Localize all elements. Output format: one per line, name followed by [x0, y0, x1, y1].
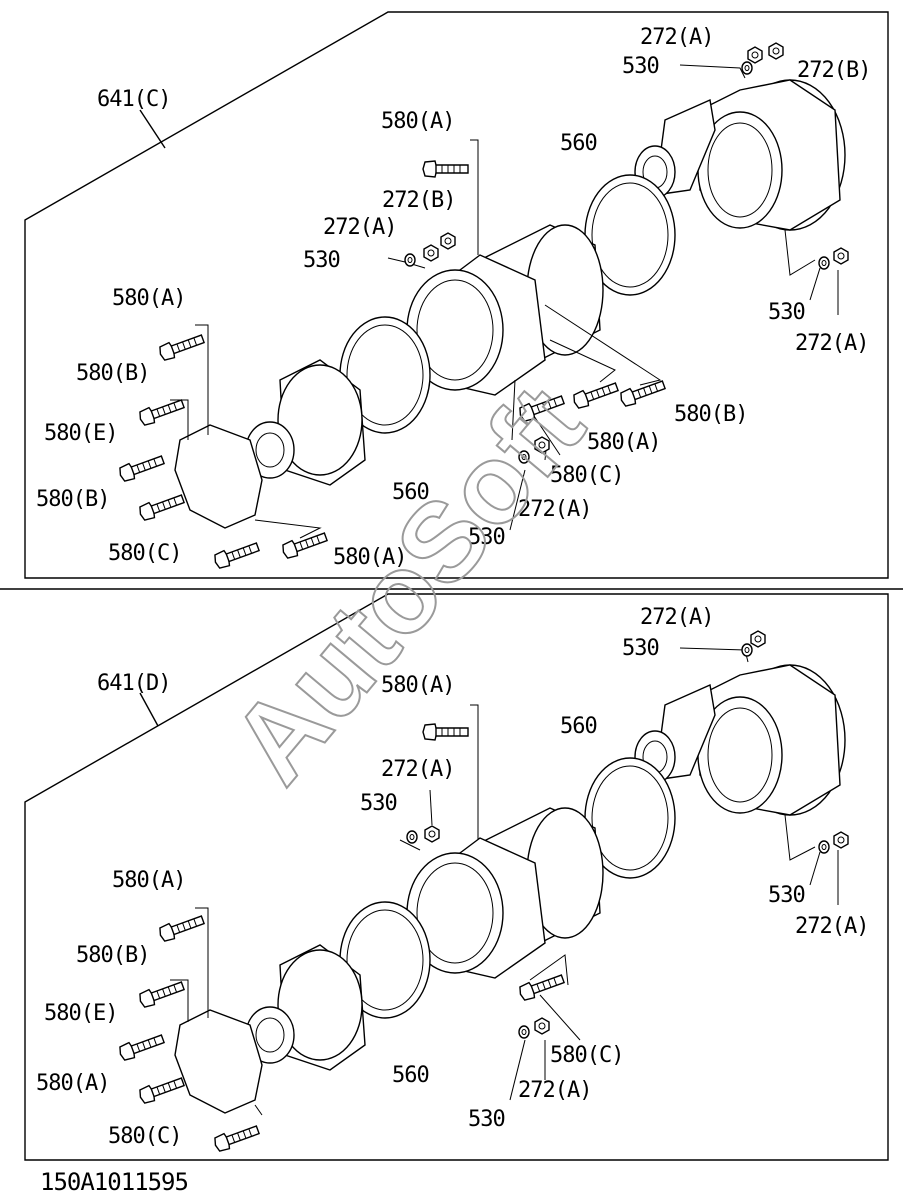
inlet-flange	[174, 1009, 263, 1114]
leader-lines	[170, 647, 839, 1116]
panel-frame	[24, 593, 889, 1161]
label-center-nut-b: 272(B)	[382, 188, 455, 213]
gasket-upper-ring	[584, 757, 676, 879]
label-left-bolt-1: 580(A)	[112, 286, 185, 311]
label-center-nut-a: 272(A)	[381, 757, 454, 782]
label-top-washer: 530	[622, 54, 659, 79]
label-gasket-upper: 560	[560, 131, 597, 156]
label-right-washer: 530	[768, 300, 805, 325]
label-gasket-upper: 560	[560, 714, 597, 739]
outlet-housing	[634, 79, 846, 231]
panel-lower: 641(D) 272(A) 530 580(A) 272(A) 530 560 …	[24, 593, 889, 1161]
panel-upper: 641(C) 272(A) 530 272(B) 580(A) 272(B) 2…	[24, 11, 889, 579]
inlet-flange	[174, 424, 263, 529]
label-left-bolt-5: 580(C)	[108, 1124, 181, 1149]
label-bolt-upper: 580(A)	[381, 673, 454, 698]
label-left-bolt-3: 580(E)	[44, 1001, 117, 1026]
outlet-housing	[634, 664, 846, 816]
diagram-code: 150A1011595	[40, 1168, 188, 1196]
label-top-nut-a: 272(A)	[640, 25, 713, 50]
assembly-label: 641(D)	[97, 671, 170, 696]
label-mid-bolt-c: 580(C)	[550, 1043, 623, 1068]
label-gasket-lower: 560	[392, 1063, 429, 1088]
label-bottom-bolt: 580(A)	[333, 545, 406, 570]
label-top-nut-a: 272(A)	[640, 605, 713, 630]
label-left-bolt-2: 580(B)	[76, 943, 149, 968]
label-left-bolt-5: 580(C)	[108, 541, 181, 566]
label-mid-washer: 530	[468, 1107, 505, 1132]
gasket-lower-ring	[339, 316, 431, 434]
assembly-leader	[139, 692, 159, 727]
assembly-label: 641(C)	[97, 87, 170, 112]
label-mid-bolt-a: 580(A)	[587, 430, 660, 455]
label-gasket-lower: 560	[392, 480, 429, 505]
label-mid-nut: 272(A)	[518, 497, 591, 522]
label-left-bolt-4: 580(A)	[36, 1071, 109, 1096]
label-left-bolt-4: 580(B)	[36, 487, 109, 512]
catalyst-canister	[406, 807, 604, 979]
panel-frame	[24, 11, 889, 579]
label-right-washer: 530	[768, 883, 805, 908]
label-bolt-upper: 580(A)	[381, 109, 454, 134]
label-mid-bolt-c: 580(C)	[550, 463, 623, 488]
label-center-washer: 530	[303, 248, 340, 273]
assembly-leader	[139, 109, 166, 149]
label-center-nut-a: 272(A)	[323, 215, 396, 240]
label-top-nut-b: 272(B)	[797, 58, 870, 83]
inlet-cone	[245, 359, 366, 486]
label-right-nut: 272(A)	[795, 331, 868, 356]
label-center-washer: 530	[360, 791, 397, 816]
label-mid-washer: 530	[468, 525, 505, 550]
label-mid-nut: 272(A)	[518, 1078, 591, 1103]
label-right-nut: 272(A)	[795, 914, 868, 939]
catalyst-canister	[406, 224, 604, 396]
leader-lines	[170, 64, 839, 539]
inlet-cone	[245, 944, 366, 1071]
label-left-bolt-3: 580(E)	[44, 421, 117, 446]
label-mid-bolt-b: 580(B)	[674, 402, 747, 427]
label-left-bolt-1: 580(A)	[112, 868, 185, 893]
label-left-bolt-2: 580(B)	[76, 361, 149, 386]
label-top-washer: 530	[622, 636, 659, 661]
